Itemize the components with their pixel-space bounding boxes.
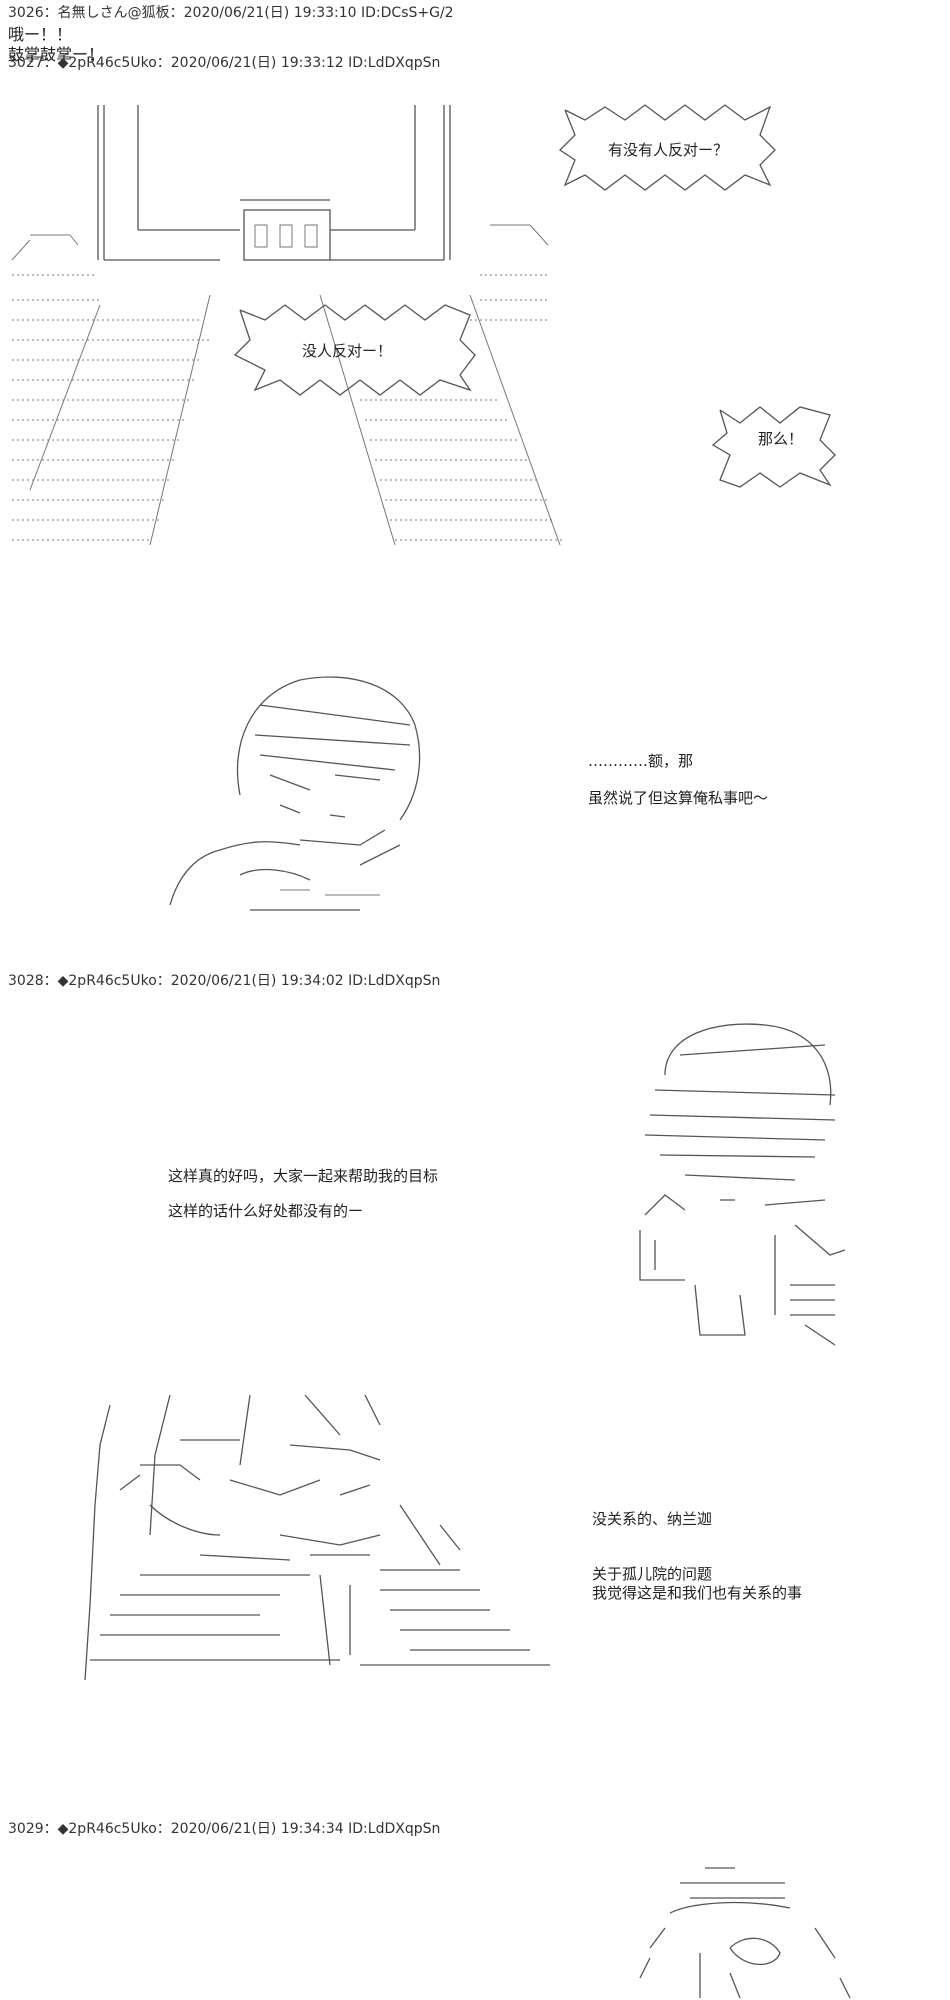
character-ascii-art-4 [620, 1858, 880, 2000]
speech-bubble-3 [705, 395, 845, 495]
post-3026-header: 3026：名無しさん@狐板：2020/06/21(日) 19:33:10 ID:… [8, 5, 454, 21]
post-3026-line-1: 哦ー！！ [8, 25, 73, 44]
speech-bubble-2-text: 没人反对ー！ [302, 342, 393, 360]
character-ascii-art-3 [80, 1385, 560, 1685]
post-3028-line-4: 关于孤儿院的问题 [592, 1565, 713, 1583]
post-3026-line-2: 鼓掌鼓掌ー！ [8, 45, 105, 64]
post-3027-header: 3027：◆2pR46c5Uko：2020/06/21(日) 19:33:12 … [8, 55, 441, 71]
speech-bubble-1 [555, 95, 785, 200]
post-3027-line-1: …………额，那 [588, 752, 694, 770]
speech-bubble-3-text: 那么！ [758, 430, 804, 448]
post-3028-line-1: 这样真的好吗，大家一起来帮助我的目标 [168, 1167, 439, 1185]
post-3028-header: 3028：◆2pR46c5Uko：2020/06/21(日) 19:34:02 … [8, 973, 441, 989]
post-3029-header: 3029：◆2pR46c5Uko：2020/06/21(日) 19:34:34 … [8, 1821, 441, 1837]
post-3028-line-3: 没关系的、纳兰迦 [592, 1510, 713, 1528]
post-3027-line-2: 虽然说了但这算俺私事吧～ [588, 789, 769, 807]
speech-bubble-2 [225, 295, 485, 405]
character-ascii-art-1 [160, 665, 480, 920]
speech-bubble-1-text: 有没有人反对ー？ [608, 141, 729, 159]
post-3028-line-2: 这样的话什么好处都没有的ー [168, 1202, 364, 1220]
hall-ascii-art [0, 95, 580, 555]
post-3028-line-5: 我觉得这是和我们也有关系的事 [592, 1584, 803, 1602]
character-ascii-art-2 [625, 1015, 855, 1350]
